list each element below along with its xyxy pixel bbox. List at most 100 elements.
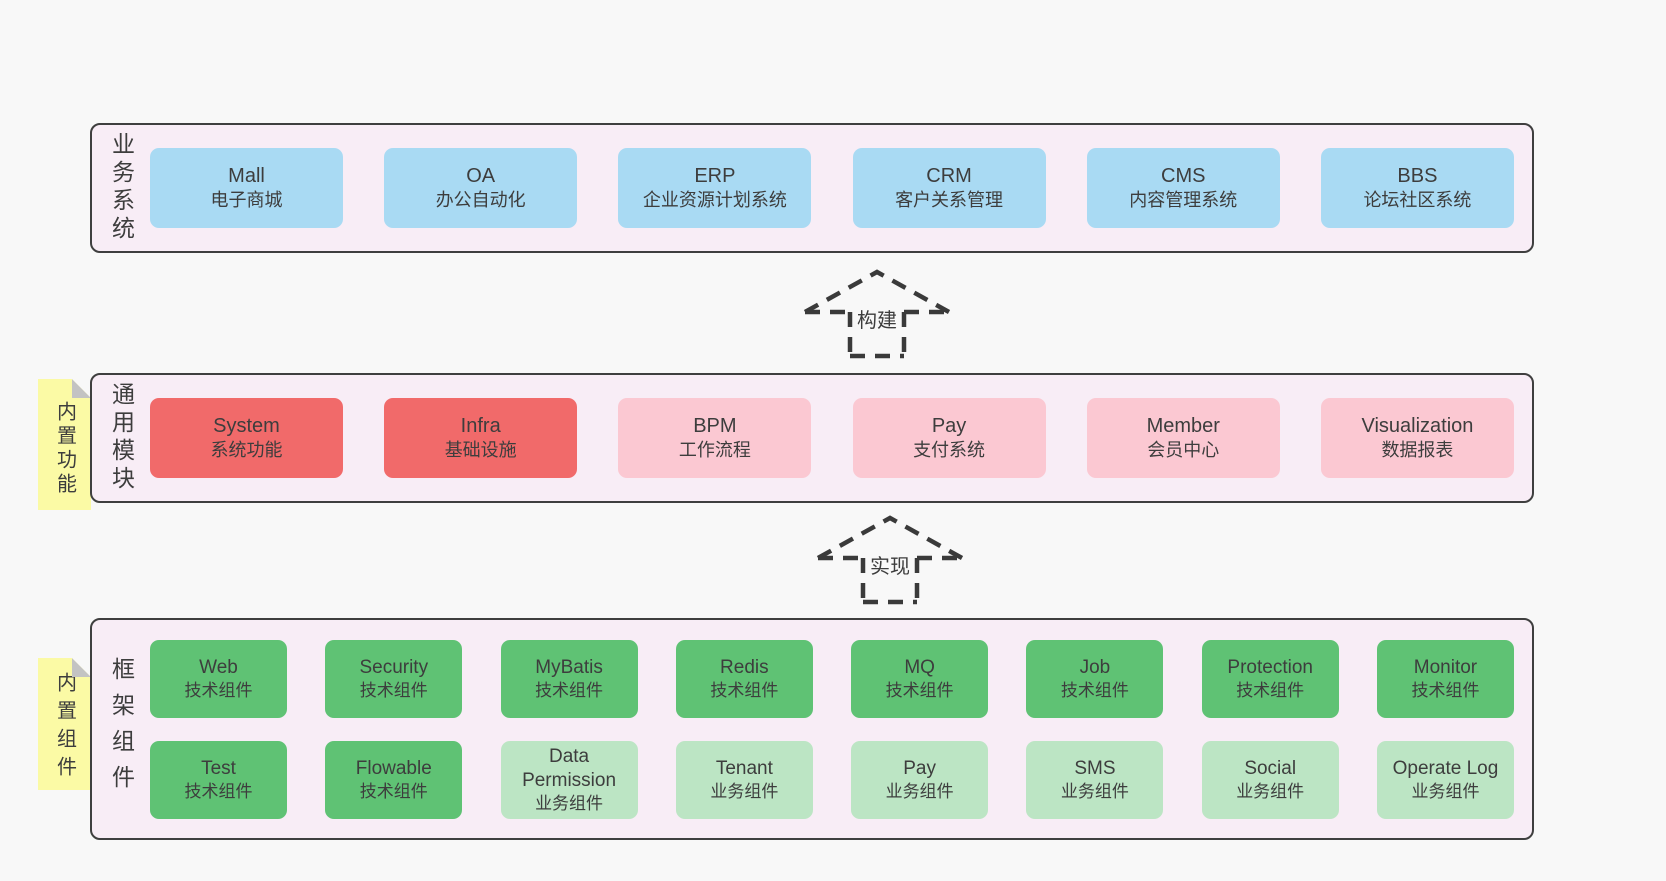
box-title: Data Permission xyxy=(522,746,617,791)
common-modules-boxes: System 系统功能 Infra 基础设施 BPM 工作流程 Pay 支付系统… xyxy=(150,398,1532,478)
box-title: Mall xyxy=(228,165,265,188)
box-title: Tenant xyxy=(715,758,773,779)
box-sms: SMS 业务组件 xyxy=(1026,740,1164,819)
box-redis: Redis 技术组件 xyxy=(675,639,813,718)
box-subtitle: 技术组件 xyxy=(184,781,253,801)
box-subtitle: 数据报表 xyxy=(1381,440,1454,461)
box-subtitle: 业务组件 xyxy=(1411,781,1480,801)
box-title: Flowable xyxy=(355,758,432,779)
box-title: Monitor xyxy=(1413,657,1478,678)
box-title: Operate Log xyxy=(1392,758,1499,779)
box-title: Pay xyxy=(931,415,967,438)
box-subtitle: 技术组件 xyxy=(535,680,604,700)
box-bpm: BPM 工作流程 xyxy=(618,398,812,478)
box-title: Protection xyxy=(1227,657,1313,678)
box-title: Pay xyxy=(903,758,936,779)
band-label-wrap: 业务系统 xyxy=(92,125,150,251)
box-subtitle: 业务组件 xyxy=(1060,781,1129,801)
box-subtitle: 技术组件 xyxy=(184,680,253,700)
box-title: Infra xyxy=(460,415,501,438)
box-system: System 系统功能 xyxy=(150,398,343,478)
box-subtitle: 业务组件 xyxy=(1236,781,1305,801)
box-operate-log: Operate Log 业务组件 xyxy=(1376,740,1514,819)
box-title: BBS xyxy=(1397,165,1438,188)
framework-components-rows: Web 技术组件 Security 技术组件 MyBatis 技术组件 Redi… xyxy=(150,639,1532,819)
box-subtitle: 技术组件 xyxy=(885,680,954,700)
box-web: Web 技术组件 xyxy=(150,639,287,718)
box-visualization: Visualization 数据报表 xyxy=(1320,398,1514,478)
box-crm: CRM 客户关系管理 xyxy=(852,148,1046,228)
band-label-framework-components: 框架组件 xyxy=(108,657,135,801)
box-title: Social xyxy=(1244,758,1297,779)
arrow-implement-label: 实现 xyxy=(810,556,970,578)
dashed-up-arrow-icon xyxy=(816,515,964,605)
box-subtitle: 技术组件 xyxy=(359,680,428,700)
box-test: Test 技术组件 xyxy=(150,740,287,819)
box-subtitle: 客户关系管理 xyxy=(895,190,1004,211)
box-subtitle: 会员中心 xyxy=(1147,440,1220,461)
box-security: Security 技术组件 xyxy=(325,639,463,718)
arrow-build-label: 构建 xyxy=(797,310,957,332)
box-title: SMS xyxy=(1074,758,1116,779)
band-label-wrap: 框架组件 xyxy=(92,620,150,838)
fold-corner-icon xyxy=(72,658,91,677)
sticky-label: 内置功能 xyxy=(53,400,76,497)
band-label-wrap: 通用模块 xyxy=(92,375,150,501)
box-subtitle: 电子商城 xyxy=(210,190,283,211)
box-title: Security xyxy=(359,657,429,678)
band-business-systems: 业务系统 Mall 电子商城 OA 办公自动化 ERP 企业资源计划系统 CRM… xyxy=(90,123,1534,253)
framework-components-row-1: Web 技术组件 Security 技术组件 MyBatis 技术组件 Redi… xyxy=(150,639,1514,718)
box-protection: Protection 技术组件 xyxy=(1201,639,1339,718)
box-title: MyBatis xyxy=(535,657,603,678)
box-subtitle: 内容管理系统 xyxy=(1129,190,1238,211)
box-subtitle: 基础设施 xyxy=(444,440,517,461)
box-subtitle: 业务组件 xyxy=(710,781,779,801)
box-title: OA xyxy=(466,165,496,188)
box-title: ERP xyxy=(694,165,736,188)
box-data-permission: Data Permission 业务组件 xyxy=(500,740,638,819)
box-subtitle: 工作流程 xyxy=(678,440,751,461)
box-title: Visualization xyxy=(1361,415,1474,438)
sticky-label: 内置组件 xyxy=(53,672,76,784)
box-bbs: BBS 论坛社区系统 xyxy=(1320,148,1514,228)
band-label-business-systems: 业务系统 xyxy=(108,132,135,244)
box-subtitle: 技术组件 xyxy=(1236,680,1305,700)
box-subtitle: 办公自动化 xyxy=(435,190,526,211)
box-title: Job xyxy=(1079,657,1111,678)
box-mall: Mall 电子商城 xyxy=(150,148,343,228)
box-pay: Pay 支付系统 xyxy=(852,398,1046,478)
box-flowable: Flowable 技术组件 xyxy=(325,740,463,819)
box-title: CMS xyxy=(1161,165,1206,188)
sticky-note-built-in-features: 内置功能 xyxy=(38,379,91,510)
box-subtitle: 论坛社区系统 xyxy=(1363,190,1472,211)
arrow-build-text: 构建 xyxy=(854,310,900,332)
box-member: Member 会员中心 xyxy=(1086,398,1280,478)
box-subtitle: 系统功能 xyxy=(210,440,283,461)
box-erp: ERP 企业资源计划系统 xyxy=(618,148,812,228)
box-title: Member xyxy=(1146,415,1220,438)
box-cms: CMS 内容管理系统 xyxy=(1086,148,1280,228)
box-subtitle: 业务组件 xyxy=(885,781,954,801)
box-subtitle: 技术组件 xyxy=(710,680,779,700)
business-systems-boxes: Mall 电子商城 OA 办公自动化 ERP 企业资源计划系统 CRM 客户关系… xyxy=(150,148,1532,228)
box-subtitle: 支付系统 xyxy=(913,440,986,461)
box-title: System xyxy=(213,415,280,438)
box-job: Job 技术组件 xyxy=(1026,639,1164,718)
box-title: Test xyxy=(201,758,236,779)
box-title: CRM xyxy=(926,165,972,188)
box-subtitle: 业务组件 xyxy=(535,793,604,813)
band-label-common-modules: 通用模块 xyxy=(108,382,135,494)
arrow-build: 构建 xyxy=(797,266,957,362)
arrow-implement-text: 实现 xyxy=(867,556,913,578)
band-common-modules: 通用模块 System 系统功能 Infra 基础设施 BPM 工作流程 Pay… xyxy=(90,373,1534,503)
box-pay-component: Pay 业务组件 xyxy=(851,740,989,819)
band-framework-components: 框架组件 Web 技术组件 Security 技术组件 MyBatis 技术组件… xyxy=(90,618,1534,840)
box-title: MQ xyxy=(904,657,935,678)
box-tenant: Tenant 业务组件 xyxy=(675,740,813,819)
box-subtitle: 技术组件 xyxy=(1060,680,1129,700)
dashed-up-arrow-icon xyxy=(803,269,951,359)
box-subtitle: 技术组件 xyxy=(1411,680,1480,700)
framework-components-row-2: Test 技术组件 Flowable 技术组件 Data Permission … xyxy=(150,740,1514,819)
box-title: Redis xyxy=(720,657,769,678)
